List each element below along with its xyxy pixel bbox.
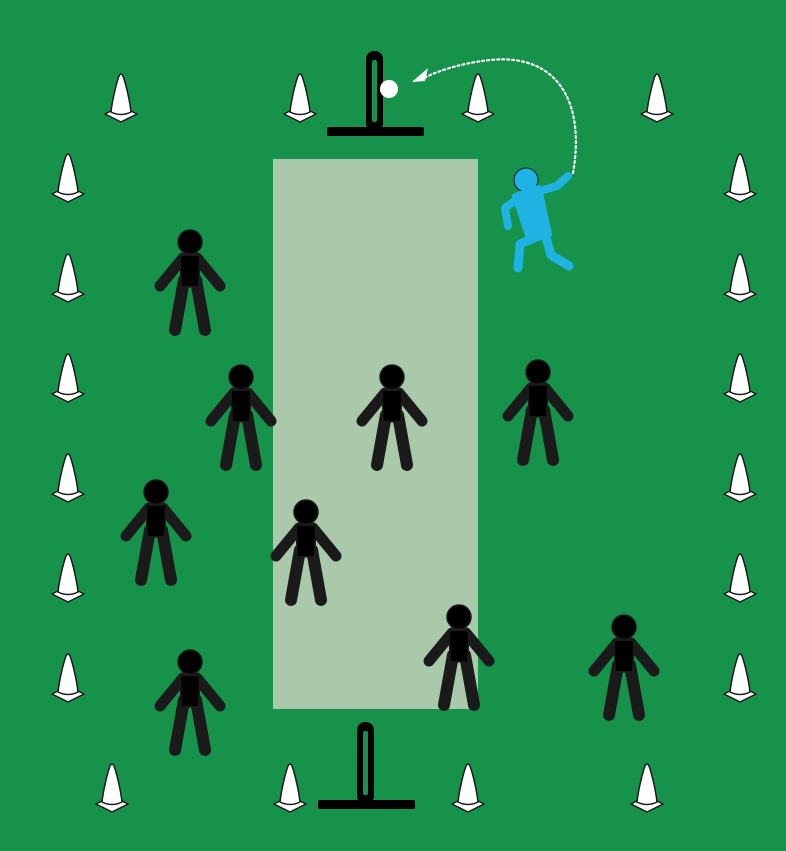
ball — [380, 80, 398, 98]
top-wicket — [327, 51, 424, 136]
pitch-strip — [273, 159, 478, 709]
bottom-wicket — [318, 722, 415, 809]
ball-throw-path-dotted — [418, 58, 577, 175]
arrowhead-icon — [412, 68, 428, 82]
blue-thrower-figure — [501, 167, 574, 273]
